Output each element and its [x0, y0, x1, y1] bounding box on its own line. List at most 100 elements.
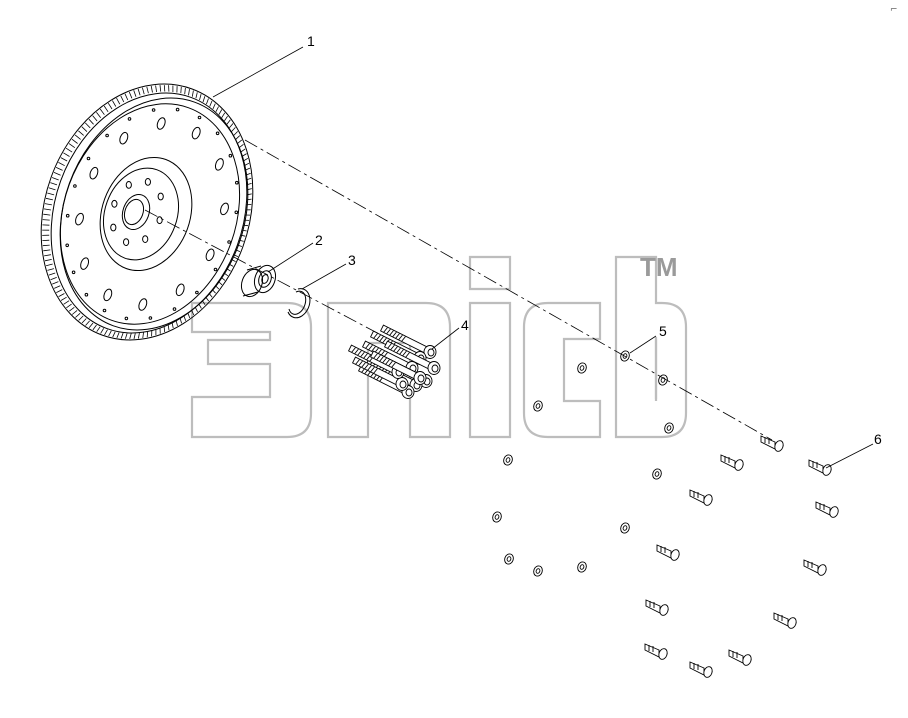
gear-tooth [188, 89, 190, 96]
washer-hole [579, 365, 585, 371]
gear-tooth [75, 313, 81, 318]
rim-hole [172, 307, 177, 311]
bolt-head [829, 506, 839, 518]
callout-5: 5 [659, 323, 667, 339]
washer-hole [654, 471, 660, 477]
face-hole [156, 117, 166, 130]
gear-tooth [96, 326, 101, 332]
bearing-bore [261, 274, 269, 284]
washer-hole [535, 403, 541, 409]
bolt-head [703, 666, 713, 678]
gear-tooth [191, 90, 194, 97]
bundle-bolt-thread [379, 356, 384, 362]
callout-4: 4 [461, 317, 469, 333]
rim-hole [102, 308, 107, 313]
gear-tooth [155, 85, 157, 93]
washer-set [492, 350, 674, 577]
bundle-bolt-thread [391, 362, 396, 368]
gear-tooth [180, 86, 182, 94]
washer-hole [535, 568, 541, 574]
washer-hole [622, 353, 628, 359]
flywheel-face-rim [59, 103, 241, 325]
watermark-logo [190, 255, 688, 439]
rim-hole [234, 210, 239, 215]
bundle-bolt-thread [393, 346, 398, 352]
gear-tooth [163, 85, 166, 92]
washer-outer [664, 422, 674, 434]
gear-tooth [218, 109, 223, 115]
gear-tooth [137, 88, 141, 96]
watermark-glyph-5 [614, 255, 688, 439]
gear-tooth [198, 303, 202, 309]
gear-tooth [175, 320, 178, 326]
rim-hole [73, 184, 77, 188]
bundle-bolt-thread [392, 331, 397, 338]
gear-tooth [183, 315, 187, 321]
bundle-bolt-thread [387, 343, 392, 349]
rim-hole [215, 131, 220, 136]
bundle-bolt-thread [373, 368, 378, 374]
washer-outer [620, 522, 630, 534]
bolt-shank [815, 501, 831, 516]
washer-outer [652, 468, 662, 480]
hub-bolt-hole [157, 192, 164, 201]
flywheel-center-bore-inner [123, 198, 145, 226]
face-hole [175, 283, 185, 297]
gear-tooth [96, 111, 102, 118]
bundle-bolt-thread [361, 362, 366, 368]
washer-outer [503, 454, 513, 466]
bolt-shank [656, 544, 672, 559]
gear-tooth [46, 263, 53, 267]
gear-tooth [42, 219, 50, 221]
rim-hole [86, 156, 91, 161]
gear-tooth [99, 108, 105, 115]
gear-tooth [191, 310, 195, 316]
bolt-shank [773, 612, 789, 627]
gear-tooth [107, 102, 113, 110]
gear-tooth [48, 272, 56, 276]
bolt-shank [808, 459, 824, 474]
bolt-head [787, 617, 797, 629]
gear-tooth [184, 87, 186, 95]
gear-tooth [56, 289, 63, 293]
rim-hole [235, 180, 239, 185]
bearing-body [242, 265, 262, 297]
leader-5 [629, 335, 657, 354]
washer-outer [533, 565, 543, 577]
bolt-head [774, 440, 784, 452]
gear-tooth [44, 203, 52, 206]
gear-tooth [48, 187, 56, 191]
gear-tooth [50, 277, 57, 281]
gear-tooth [202, 300, 206, 306]
flywheel-part [40, 83, 254, 341]
bundle-bolt-head-face [431, 364, 439, 373]
corner-mark: ⌐ [890, 5, 898, 15]
bundle-bolt-head-face [405, 388, 413, 397]
gear-tooth [171, 322, 174, 329]
bundle-bolt-thread [371, 346, 376, 352]
gear-tooth [163, 326, 166, 333]
bundle-bolt-thread [351, 347, 356, 353]
bundle-bolt-thread [364, 363, 369, 370]
bundle-bolt-thread [366, 354, 371, 361]
gear-tooth [124, 93, 129, 101]
bolt-head [670, 549, 680, 561]
leader-1 [212, 46, 304, 98]
retaining-ring-part [287, 288, 311, 319]
gear-tooth [120, 332, 124, 339]
ring-gear-inner [50, 92, 248, 334]
bundle-bolt-thread [360, 351, 365, 358]
gear-tooth [43, 213, 51, 216]
gear-tooth [142, 332, 144, 339]
rim-hole [124, 316, 129, 321]
hub-bolt-hole [110, 223, 117, 232]
gear-tooth [226, 119, 231, 125]
gear-tooth [42, 244, 50, 247]
bundle-bolt-thread [379, 336, 384, 342]
gear-tooth [55, 167, 63, 171]
bundle-bolt-head-face [417, 374, 425, 383]
bolt-head [822, 464, 832, 476]
rim-hole [228, 153, 233, 158]
gear-tooth [142, 87, 145, 95]
